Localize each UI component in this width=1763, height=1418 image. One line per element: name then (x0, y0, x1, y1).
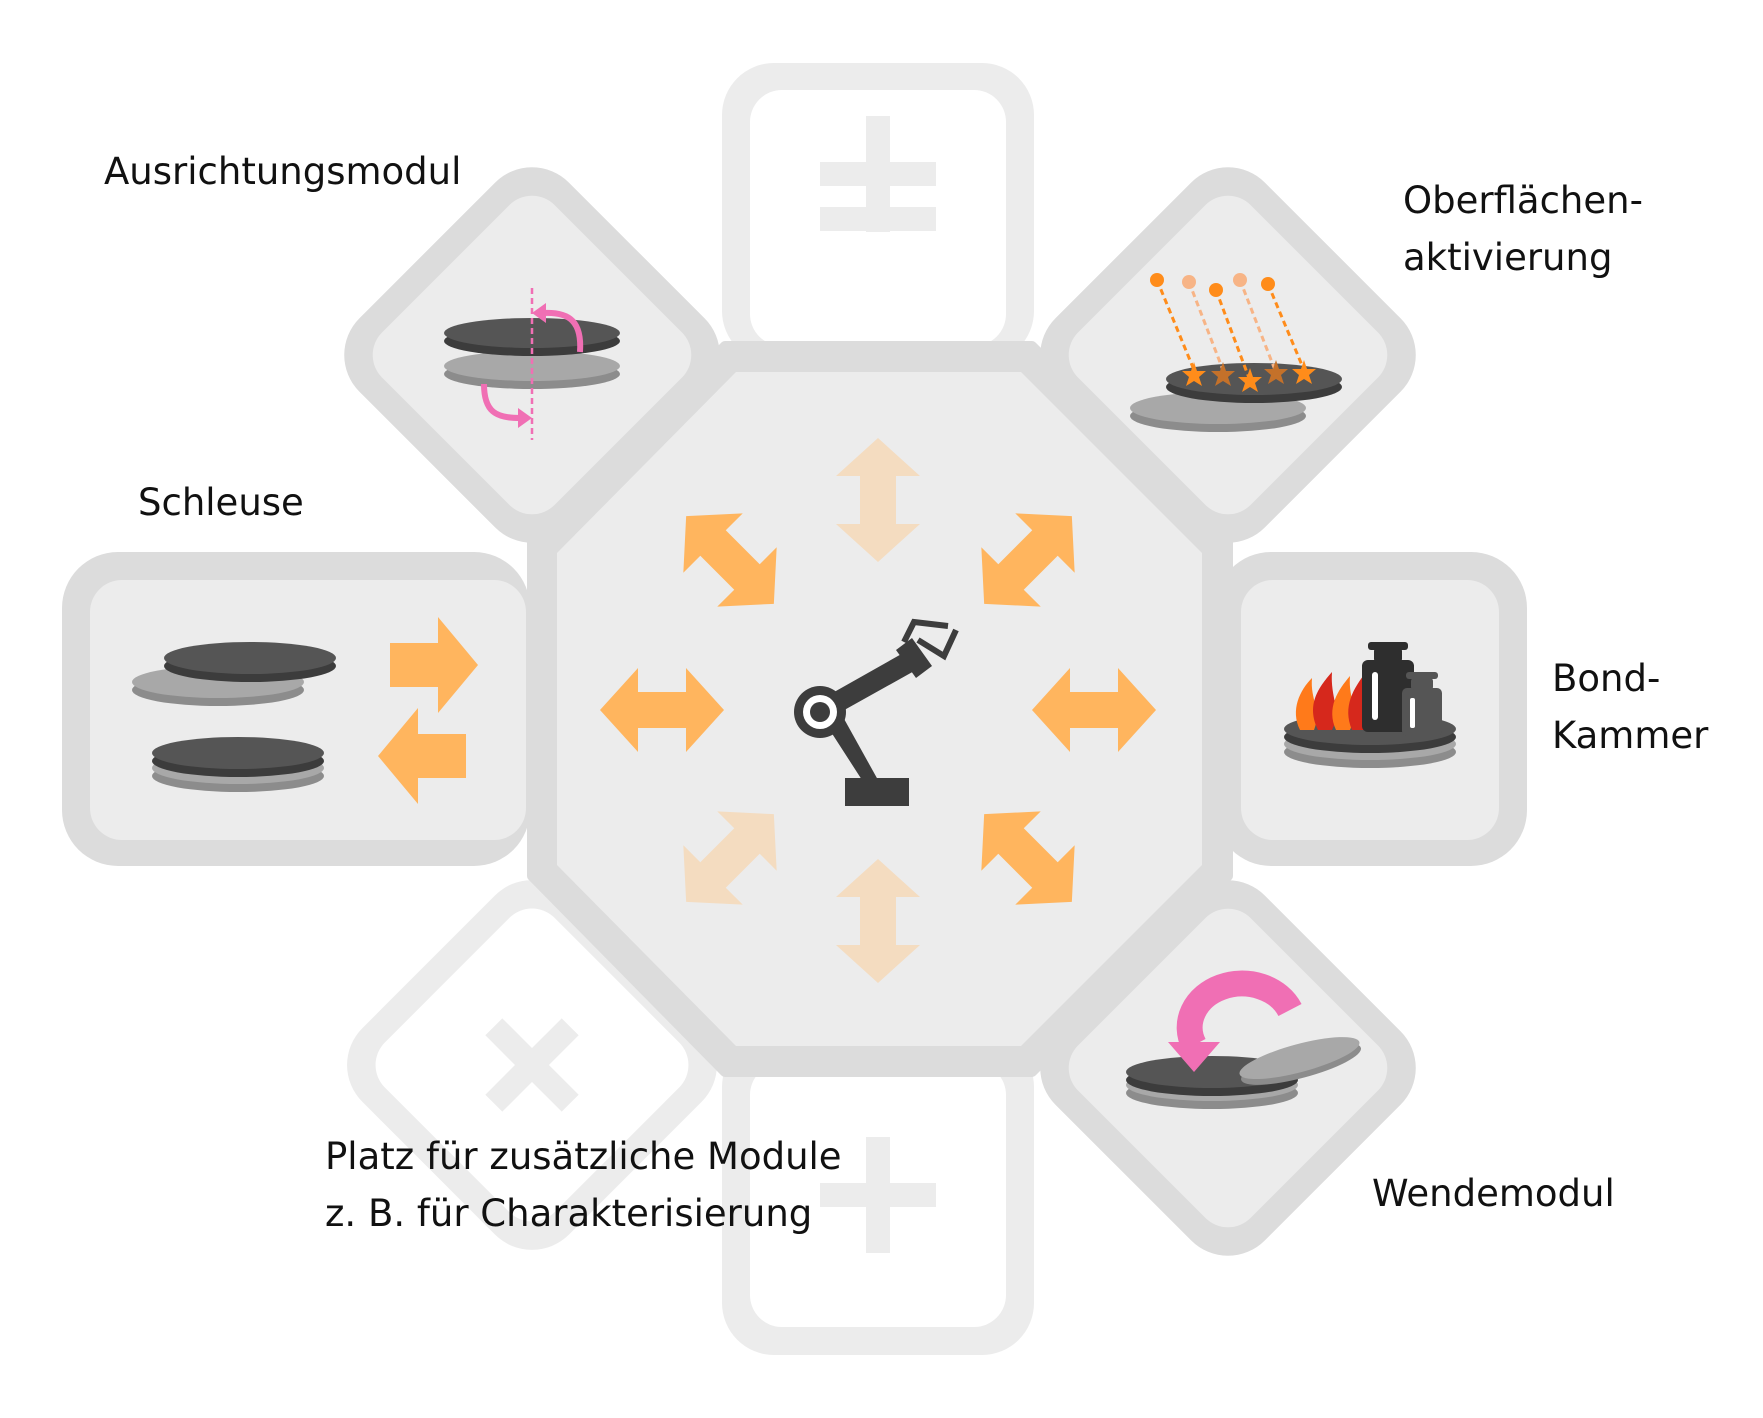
rotate-wafers-icon (444, 288, 620, 440)
loadlock-label: Schleuse (138, 481, 304, 524)
heat-and-weights-icon (1284, 642, 1456, 768)
loadlock-module (62, 552, 530, 866)
surface-activation-label: Oberflächen- aktivierung (1403, 172, 1643, 286)
extra-modules-label-line2: z. B. für Charakterisierung (325, 1192, 813, 1235)
loadlock-transfer-icon (132, 617, 478, 804)
flip-module (1040, 880, 1416, 1256)
extra-modules-label-line1: Platz für zusätzliche Module (325, 1135, 842, 1178)
empty-module-bottom-left (347, 880, 717, 1250)
flip-module-label: Wendemodul (1372, 1172, 1615, 1215)
empty-module-bottom (722, 1035, 1034, 1355)
plus-icon (485, 1018, 579, 1112)
plus-icon (820, 1137, 936, 1253)
surface-activation-label-line1: Oberflächen- (1403, 179, 1643, 222)
bond-chamber-module (1215, 552, 1527, 866)
bond-chamber-label: Bond- Kammer (1552, 650, 1708, 764)
flip-wafer-icon (1126, 970, 1362, 1109)
robot-arm-icon (794, 618, 959, 806)
extra-modules-label: Platz für zusätzliche Module z. B. für C… (325, 1128, 842, 1242)
plasma-activation-icon (1130, 273, 1342, 432)
surface-activation-label-line2: aktivierung (1403, 236, 1613, 279)
bond-chamber-label-line2: Kammer (1552, 714, 1709, 757)
empty-module-top (722, 63, 1034, 363)
plus-icon (820, 116, 936, 232)
bond-chamber-label-line1: Bond- (1552, 657, 1661, 700)
alignment-module-label: Ausrichtungsmodul (104, 150, 462, 193)
